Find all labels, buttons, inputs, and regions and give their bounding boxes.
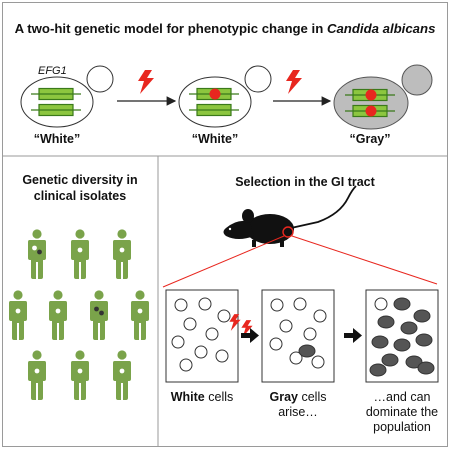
- white-cell: [269, 337, 283, 351]
- white-cell: [313, 309, 327, 323]
- box-3-label-line2: dominate the: [366, 405, 438, 419]
- white-cell: [179, 358, 193, 372]
- gray-cell: [393, 297, 411, 311]
- human-figure-icon: [113, 229, 131, 279]
- right-panel-title: Selection in the GI tract: [235, 175, 375, 189]
- arrow-right-icon: [241, 328, 259, 343]
- human-figure-icon: [71, 229, 89, 279]
- cell-3-label: “Gray”: [350, 132, 391, 146]
- page-title: A two-hit genetic model for phenotypic c…: [15, 21, 436, 36]
- zoom-callout-lines: [162, 235, 438, 288]
- cell-1-label: “White”: [34, 132, 81, 146]
- cell-2-label: “White”: [192, 132, 239, 146]
- white-cell: [270, 298, 284, 312]
- human-figure-icon: [113, 350, 131, 400]
- white-cell: [279, 319, 293, 333]
- gray-cell: [417, 361, 435, 375]
- white-cell: [217, 309, 231, 323]
- gray-cell: [400, 321, 418, 335]
- gray-cell-dot: [37, 249, 42, 255]
- mutation-marker: [365, 89, 377, 101]
- human-figure-icon: [28, 350, 46, 400]
- mutation-marker: [209, 88, 221, 100]
- human-figure-icon: [71, 350, 89, 400]
- gray-cell: [377, 315, 395, 329]
- gray-cell-dot: [94, 306, 99, 312]
- gray-cell: [381, 353, 399, 367]
- clinical-isolates-group: [9, 229, 149, 400]
- white-cell: [194, 345, 208, 359]
- white-cell: [289, 351, 303, 365]
- white-cell-dot: [119, 247, 125, 253]
- gray-cell: [369, 363, 387, 377]
- box-1-label: White cells: [171, 390, 234, 404]
- white-cell-dot: [77, 247, 83, 253]
- white-cell: [311, 355, 325, 369]
- population-box-1: [165, 289, 239, 383]
- left-panel-title-line2: clinical isolates: [34, 189, 126, 203]
- white-cell: [303, 327, 317, 341]
- arrow-right-icon: [344, 328, 362, 343]
- human-figure-icon: [131, 290, 149, 340]
- cell-1: [20, 65, 114, 128]
- white-cell: [215, 349, 229, 363]
- white-cell-dot: [34, 368, 40, 374]
- white-cell: [374, 297, 388, 311]
- cell-3: [333, 64, 433, 130]
- mouse-silhouette-icon: [223, 185, 357, 247]
- white-cell-dot: [55, 308, 61, 314]
- white-cell-dot: [137, 308, 143, 314]
- gray-cell: [405, 355, 423, 369]
- white-cell: [174, 298, 188, 312]
- white-cell: [205, 327, 219, 341]
- human-figure-icon: [49, 290, 67, 340]
- white-cell: [293, 297, 307, 311]
- white-cell: [183, 317, 197, 331]
- left-panel-title-line1: Genetic diversity in: [22, 173, 137, 187]
- gray-cell: [413, 309, 431, 323]
- box-2-label-line2: arise…: [278, 405, 318, 419]
- lightning-bolt-icon: [286, 70, 302, 94]
- cell-2: [178, 65, 272, 128]
- gray-cell: [298, 344, 316, 358]
- gi-tract-marker: [282, 226, 294, 238]
- gray-cell-dot: [99, 310, 104, 316]
- gene-label-efg1: EFG1: [38, 65, 67, 77]
- human-figure-icon: [28, 229, 46, 279]
- population-box-3: [365, 289, 439, 383]
- white-cell: [198, 297, 212, 311]
- gray-cell: [393, 338, 411, 352]
- white-cell-dot: [15, 308, 21, 314]
- box-2-label-line1: Gray cells: [270, 390, 327, 404]
- gray-cell: [415, 333, 433, 347]
- human-figure-icon: [9, 290, 27, 340]
- population-box-2: [261, 289, 335, 383]
- box-3-label-line3: population: [373, 420, 431, 434]
- white-cell-dot: [32, 245, 37, 251]
- box-3-label-line1: …and can: [374, 390, 431, 404]
- white-cell-dot: [119, 368, 125, 374]
- white-cell: [171, 335, 185, 349]
- white-cell-dot: [77, 368, 83, 374]
- human-figure-icon: [90, 290, 108, 340]
- gray-cell: [371, 335, 389, 349]
- mutation-marker: [365, 105, 377, 117]
- lightning-bolt-icon: [138, 70, 154, 94]
